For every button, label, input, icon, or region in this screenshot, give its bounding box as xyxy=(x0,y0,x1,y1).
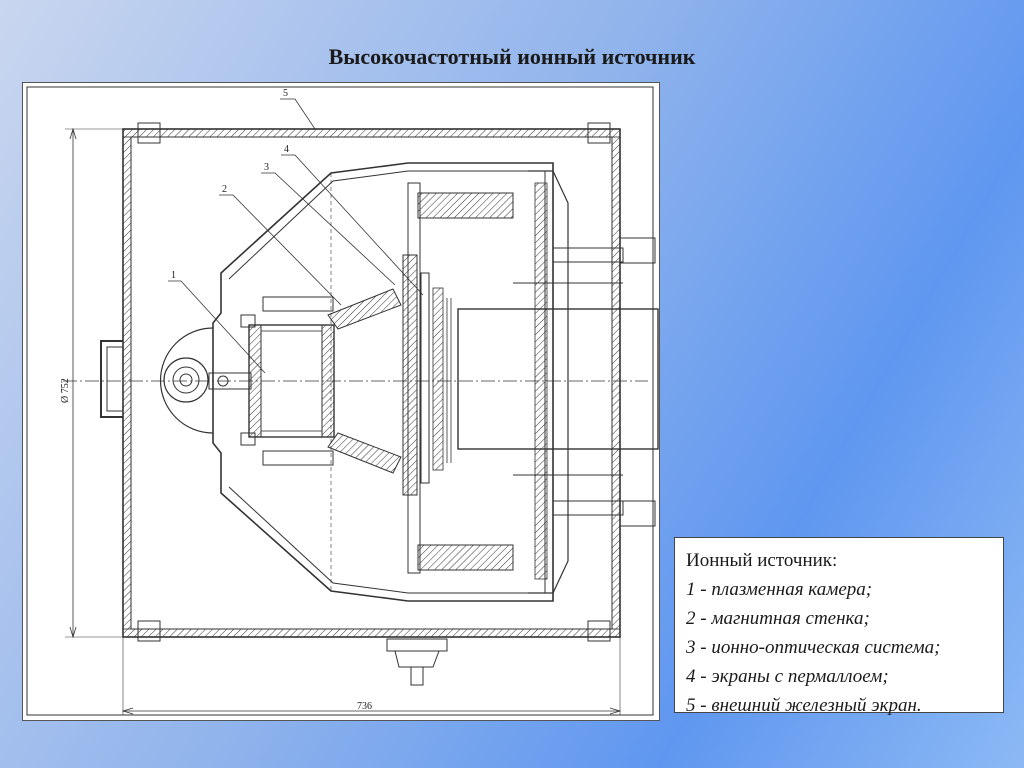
plasma-chamber xyxy=(208,314,335,446)
side-flange xyxy=(159,327,214,434)
dimension-width xyxy=(121,637,622,715)
callout-5: 5 xyxy=(283,88,288,99)
permalloy-shields xyxy=(407,170,569,594)
dimension-height xyxy=(65,127,123,639)
housing-body xyxy=(212,162,554,602)
handle xyxy=(100,340,123,418)
legend-item: 3 - ионно-оптическая система; xyxy=(686,637,941,658)
slide-title: Высокочастотный ионный источник xyxy=(328,44,696,69)
callout-leaders xyxy=(168,98,424,374)
outer-iron-screen xyxy=(122,122,621,642)
callout-2: 2 xyxy=(222,184,227,195)
ion-optical-system xyxy=(402,254,452,496)
bottom-mount xyxy=(386,638,448,686)
legend-item: 4 - экраны с пермаллоем; xyxy=(686,666,889,687)
callout-1: 1 xyxy=(171,270,176,281)
legend-item: 1 - плазменная камера; xyxy=(686,579,873,600)
dimension-width-label: 736 xyxy=(357,701,372,712)
legend-item: 2 - магнитная стенка; xyxy=(686,608,870,629)
callout-3: 3 xyxy=(264,162,269,173)
legend-heading: Ионный источник: xyxy=(686,550,838,571)
callout-4: 4 xyxy=(284,144,289,155)
drawing-border xyxy=(26,86,654,716)
legend-item: 5 - внешний железный экран. xyxy=(686,695,922,716)
legend-box: Ионный источник: 1 - плазменная камера; … xyxy=(674,537,1004,716)
ion-source-cross-section: Ø 752 736 1 2 3 4 5 xyxy=(26,86,659,716)
dimension-height-label: Ø 752 xyxy=(60,378,71,403)
technical-drawing: Ø 752 736 1 2 3 4 5 xyxy=(22,82,660,721)
extraction-tube xyxy=(457,237,659,527)
